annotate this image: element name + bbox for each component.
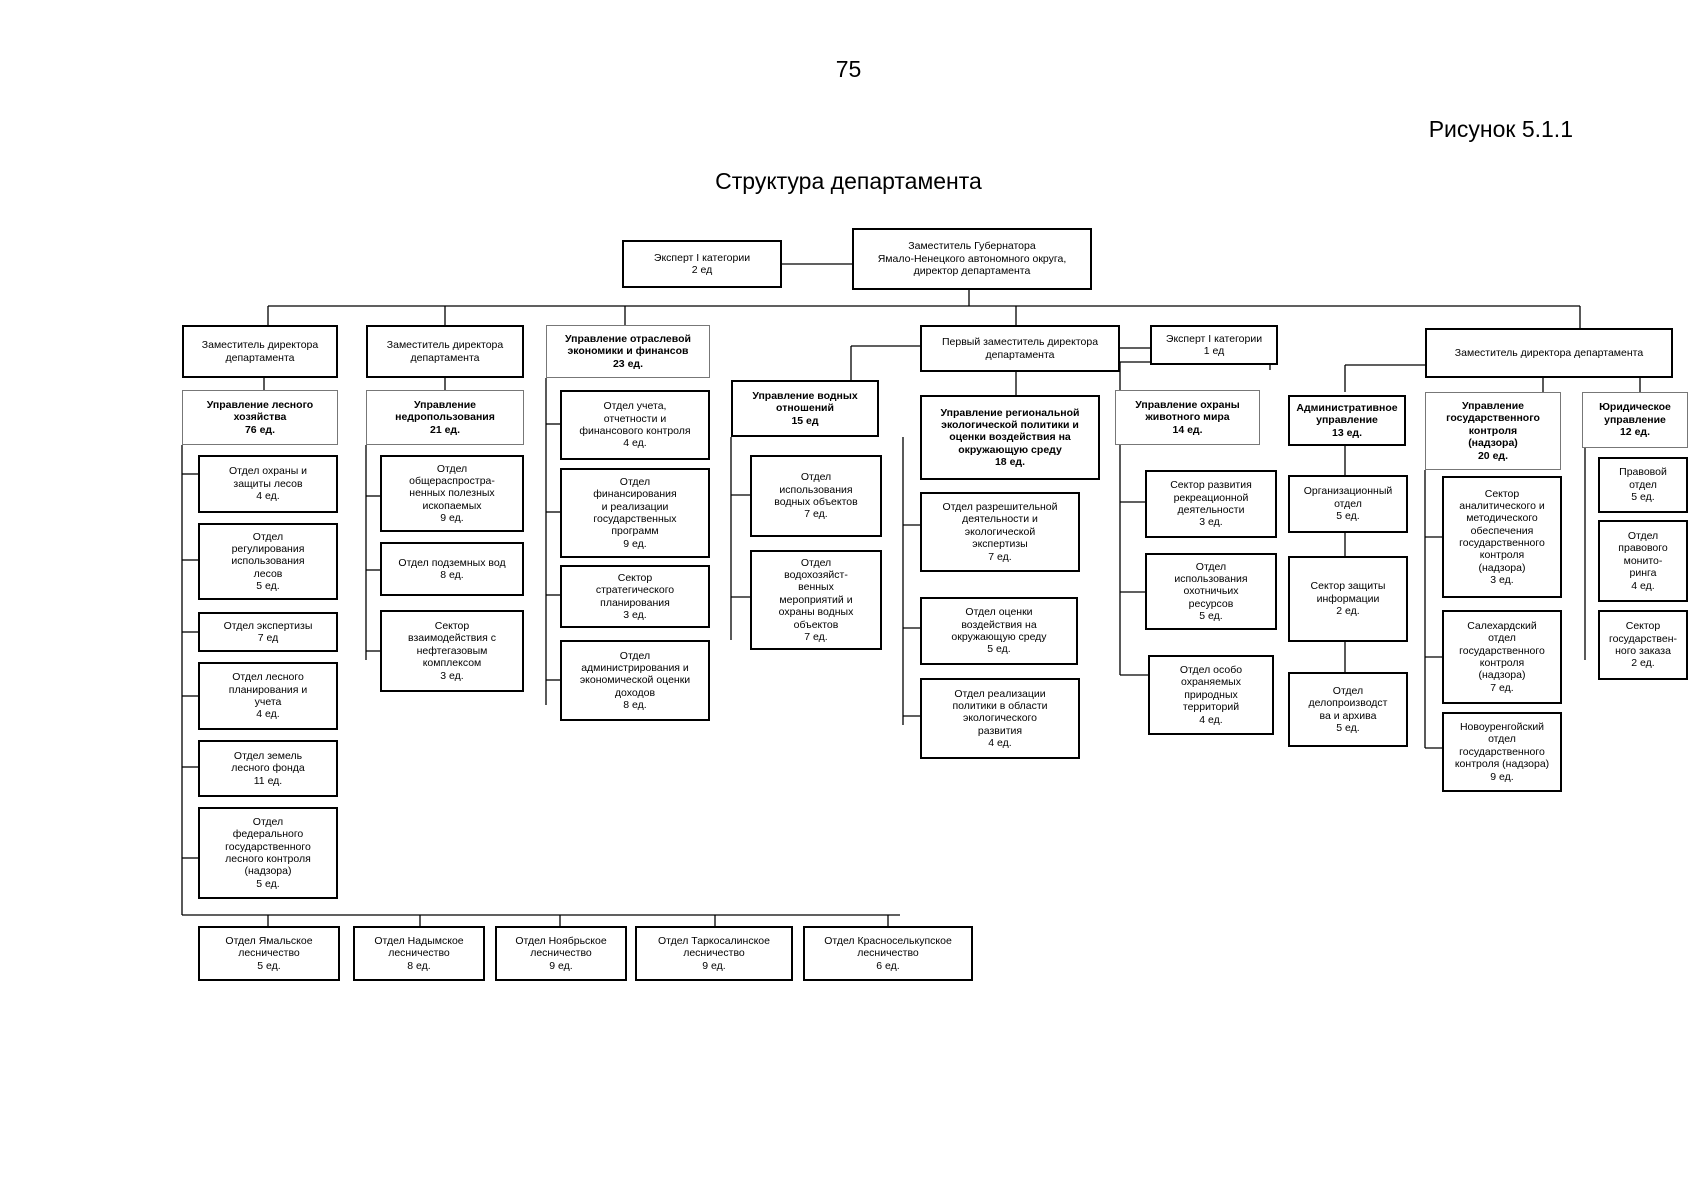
legal-monitoring-dept-box: Отдел правового монито- ринга 4 ед. (1598, 520, 1688, 602)
state-control-management-box: Управление государственного контроля (на… (1425, 392, 1561, 470)
econ-financing-dept-box: Отдел финансирования и реализации госуда… (560, 468, 710, 558)
expert-mid-box: Эксперт I категории 1 ед (1150, 325, 1278, 365)
forest-lands-dept-box: Отдел земель лесного фонда 11 ед. (198, 740, 338, 797)
wildlife-hunting-dept-box: Отдел использования охотничьих ресурсов … (1145, 553, 1277, 630)
wildlife-protected-dept-box: Отдел особо охраняемых природных террито… (1148, 655, 1274, 735)
water-management-box: Управление водных отношений 15 ед (731, 380, 879, 437)
admin-records-dept-box: Отдел делопроизводст ва и архива 5 ед. (1288, 672, 1408, 747)
forestry-nadym-box: Отдел Надымское лесничество 8 ед. (353, 926, 485, 981)
econ-admin-dept-box: Отдел администрирования и экономической … (560, 640, 710, 721)
subsoil-oilgas-sector-box: Сектор взаимодействия с нефтегазовым ком… (380, 610, 524, 692)
first-deputy-director-box: Первый заместитель директора департамент… (920, 325, 1120, 372)
admin-infosec-sector-box: Сектор защиты информации 2 ед. (1288, 556, 1408, 642)
subsoil-water-dept-box: Отдел подземных вод 8 ед. (380, 542, 524, 596)
wildlife-management-box: Управление охраны животного мира 14 ед. (1115, 390, 1260, 445)
forestry-noyabrsk-box: Отдел Ноябрьское лесничество 9 ед. (495, 926, 627, 981)
forestry-yamal-box: Отдел Ямальское лесничество 5 ед. (198, 926, 340, 981)
legal-management-box: Юридическое управление 12 ед. (1582, 392, 1688, 448)
forest-management-box: Управление лесного хозяйства 76 ед. (182, 390, 338, 445)
subsoil-management-box: Управление недропользования 21 ед. (366, 390, 524, 445)
forest-regulation-dept-box: Отдел регулирования использования лесов … (198, 523, 338, 600)
eco-impact-dept-box: Отдел оценки воздействия на окружающую с… (920, 597, 1078, 665)
eco-permit-dept-box: Отдел разрешительной деятельности и экол… (920, 492, 1080, 572)
legal-procurement-sector-box: Сектор государствен- ного заказа 2 ед. (1598, 610, 1688, 680)
forest-protection-dept-box: Отдел охраны и защиты лесов 4 ед. (198, 455, 338, 513)
control-analytics-sector-box: Сектор аналитического и методического об… (1442, 476, 1562, 598)
control-salekhard-dept-box: Салехардский отдел государственного конт… (1442, 610, 1562, 704)
chart-title: Структура департамента (715, 168, 982, 194)
econ-accounting-dept-box: Отдел учета, отчетности и финансового ко… (560, 390, 710, 460)
page-number: 75 (835, 56, 862, 82)
forestry-tarko-sale-box: Отдел Таркосалинское лесничество 9 ед. (635, 926, 793, 981)
admin-management-box: Административное управление 13 ед. (1288, 395, 1406, 446)
admin-org-dept-box: Организационный отдел 5 ед. (1288, 475, 1408, 533)
figure-label: Рисунок 5.1.1 (1428, 116, 1573, 142)
director-box: Заместитель Губернатора Ямало-Ненецкого … (852, 228, 1092, 290)
control-novy-urengoy-dept-box: Новоуренгойский отдел государственного к… (1442, 712, 1562, 792)
expert-top-box: Эксперт I категории 2 ед (622, 240, 782, 288)
forestry-krasnoselkup-box: Отдел Красноселькупское лесничество 6 ед… (803, 926, 973, 981)
forest-expertise-dept-box: Отдел экспертизы 7 ед (198, 612, 338, 652)
econ-strategy-sector-box: Сектор стратегического планирования 3 ед… (560, 565, 710, 628)
subsoil-minerals-dept-box: Отдел общераспростра- ненных полезных ис… (380, 455, 524, 532)
water-measures-dept-box: Отдел водохозяйст- венных мероприятий и … (750, 550, 882, 650)
legal-dept-box: Правовой отдел 5 ед. (1598, 457, 1688, 513)
eco-policy-management-box: Управление региональной экологической по… (920, 395, 1100, 480)
water-use-dept-box: Отдел использования водных объектов 7 ед… (750, 455, 882, 537)
wildlife-recreation-sector-box: Сектор развития рекреационной деятельнос… (1145, 470, 1277, 538)
deputy-director-3-box: Заместитель директора департамента (1425, 328, 1673, 378)
deputy-director-1-box: Заместитель директора департамента (182, 325, 338, 378)
eco-policy-dept-box: Отдел реализации политики в области экол… (920, 678, 1080, 759)
economics-management-box: Управление отраслевой экономики и финанс… (546, 325, 710, 378)
forest-planning-dept-box: Отдел лесного планирования и учета 4 ед. (198, 662, 338, 730)
deputy-director-2-box: Заместитель директора департамента (366, 325, 524, 378)
forest-federal-control-dept-box: Отдел федерального государственного лесн… (198, 807, 338, 899)
